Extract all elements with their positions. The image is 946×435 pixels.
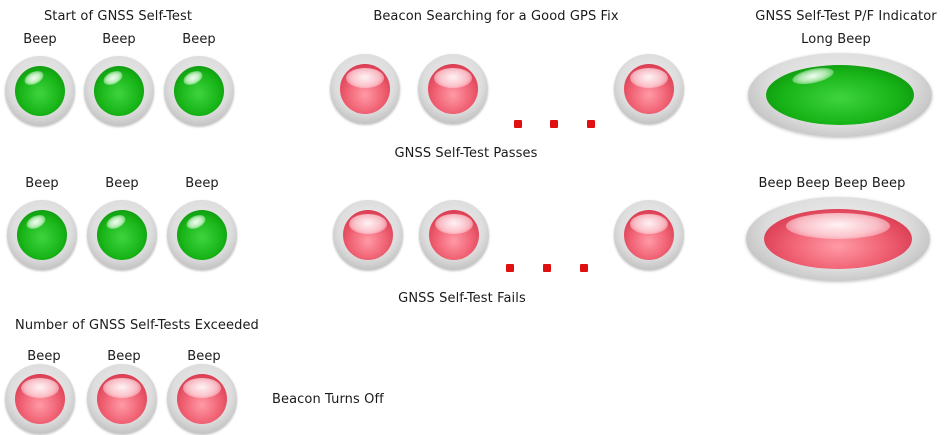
beep-beep-beep-beep-label: Beep Beep Beep Beep bbox=[758, 176, 906, 191]
beep-label: Beep bbox=[27, 349, 61, 364]
red-led-indicator bbox=[614, 54, 684, 124]
beep-label: Beep bbox=[102, 32, 136, 47]
red-led-indicator bbox=[333, 200, 403, 270]
searching-gps-fix-title: Beacon Searching for a Good GPS Fix bbox=[373, 9, 619, 24]
pass-indicator-large-green-led bbox=[748, 53, 932, 137]
long-beep-label: Long Beep bbox=[801, 32, 871, 47]
green-led-indicator bbox=[164, 56, 234, 126]
red-led-indicator bbox=[418, 54, 488, 124]
beep-label: Beep bbox=[23, 32, 57, 47]
self-test-fails-label: GNSS Self-Test Fails bbox=[398, 291, 526, 306]
beep-label: Beep bbox=[107, 349, 141, 364]
pf-indicator-title: GNSS Self-Test P/F Indicator bbox=[755, 9, 937, 24]
beep-label: Beep bbox=[187, 349, 221, 364]
red-led-indicator bbox=[87, 364, 157, 434]
red-led-indicator bbox=[614, 200, 684, 270]
beep-label: Beep bbox=[25, 176, 59, 191]
ellipsis-dot bbox=[543, 264, 551, 272]
ellipsis-dot bbox=[514, 120, 522, 128]
beep-label: Beep bbox=[182, 32, 216, 47]
green-led-indicator bbox=[84, 56, 154, 126]
ellipsis-dot bbox=[580, 264, 588, 272]
fail-indicator-large-red-led bbox=[746, 197, 930, 281]
beep-label: Beep bbox=[185, 176, 219, 191]
red-led-indicator bbox=[419, 200, 489, 270]
green-led-indicator bbox=[167, 200, 237, 270]
ellipsis-dot bbox=[506, 264, 514, 272]
ellipsis-dot bbox=[550, 120, 558, 128]
green-led-indicator bbox=[5, 56, 75, 126]
red-led-indicator bbox=[330, 54, 400, 124]
self-test-passes-label: GNSS Self-Test Passes bbox=[394, 146, 538, 161]
beacon-turns-off-label: Beacon Turns Off bbox=[272, 392, 384, 407]
ellipsis-dot bbox=[587, 120, 595, 128]
red-led-indicator bbox=[5, 364, 75, 434]
start-self-test-title: Start of GNSS Self-Test bbox=[43, 9, 193, 24]
green-led-indicator bbox=[7, 200, 77, 270]
green-led-indicator bbox=[87, 200, 157, 270]
beep-label: Beep bbox=[105, 176, 139, 191]
red-led-indicator bbox=[167, 364, 237, 434]
self-tests-exceeded-title: Number of GNSS Self-Tests Exceeded bbox=[15, 318, 259, 333]
